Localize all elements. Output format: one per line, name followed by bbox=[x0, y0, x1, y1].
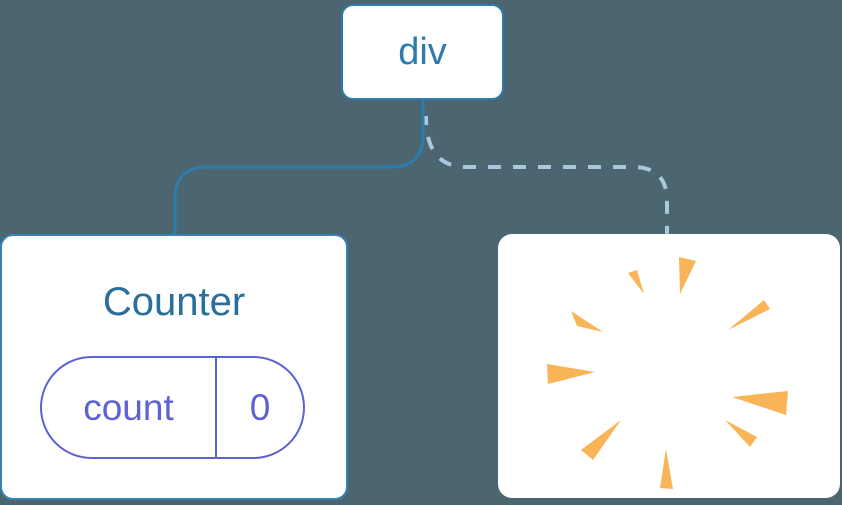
poof-wedge-top bbox=[679, 257, 696, 294]
poof-icon bbox=[547, 257, 788, 489]
dashed-edge bbox=[424, 115, 669, 234]
poof-wedge-right bbox=[732, 391, 788, 415]
poof-wedge-left bbox=[547, 364, 595, 384]
div-node: div bbox=[341, 4, 504, 100]
state-key-label: count bbox=[83, 386, 174, 428]
poof-wedge-lower-left bbox=[581, 420, 621, 460]
solid-edge bbox=[173, 100, 425, 236]
pill-divider bbox=[215, 358, 217, 457]
counter-node-title: Counter bbox=[102, 280, 246, 324]
poof-wedge-top-left bbox=[628, 270, 644, 294]
div-node-label: div bbox=[398, 30, 447, 73]
poof-wedge-upper-left bbox=[571, 311, 603, 332]
state-value-label: 0 bbox=[249, 386, 271, 428]
poof-wedge-lower-right bbox=[725, 420, 757, 447]
poof-wedge-bottom bbox=[660, 449, 673, 489]
poof-wedge-upper-right bbox=[728, 300, 770, 330]
poof-node bbox=[498, 234, 840, 498]
counter-node: Counter count 0 bbox=[0, 234, 348, 500]
state-pill: count 0 bbox=[40, 356, 305, 459]
